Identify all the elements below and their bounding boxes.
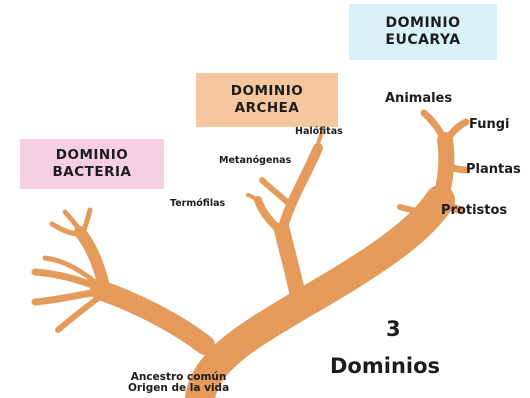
root-label: Ancestro común Origen de la vida [128,372,229,394]
branch-label-protistos: Protistos [441,203,507,218]
branch-label-plantas: Plantas [466,162,521,177]
domain-archea-box: DOMINIO ARCHEA [196,73,338,127]
domain-bacteria-line2: BACTERIA [53,164,132,181]
domain-eucarya-line1: DOMINIO [386,15,461,33]
branch-label-fungi: Fungi [469,117,510,132]
branch-label-termofilas: Termófilas [170,198,225,209]
domain-count-number: 3 [386,317,401,341]
domain-bacteria-box: DOMINIO BACTERIA [20,139,164,189]
branch-label-metanogenas: Metanógenas [219,155,291,166]
domain-bacteria-line1: DOMINIO [56,147,128,164]
domain-count-word: Dominios [330,354,440,378]
branch-label-halofitas: Halófitas [295,126,343,137]
domain-archea-line2: ARCHEA [235,100,300,117]
domain-eucarya-line2: EUCARYA [385,32,460,50]
domain-archea-line1: DOMINIO [231,83,303,100]
branch-archea [282,230,300,305]
domain-eucarya-box: DOMINIO EUCARYA [349,4,497,60]
branch-eucarya [440,140,446,200]
root-label-line2: Origen de la vida [128,383,229,394]
branch-label-animales: Animales [385,91,452,106]
branch-bacteria [100,290,205,345]
